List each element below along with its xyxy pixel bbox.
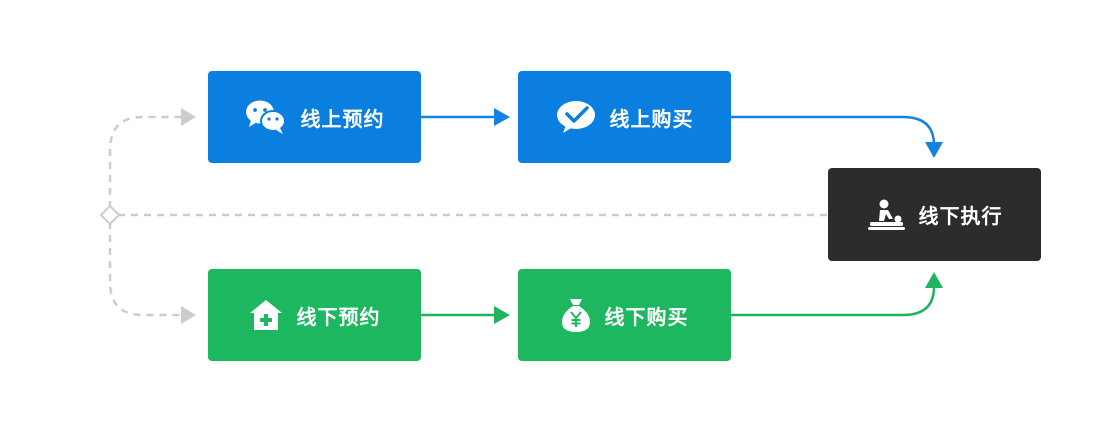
dashed-arrowhead-top: [181, 108, 196, 126]
massage-icon: [867, 199, 905, 231]
arrow-online-purchase-to-execution: [731, 115, 936, 146]
offline-execution-label: 线下执行: [918, 204, 1003, 228]
arrowhead-online-to-execution: [925, 142, 943, 158]
money-bag-icon: [561, 297, 591, 333]
decision-diamond: [99, 204, 121, 226]
wechat-icon: [245, 99, 287, 135]
house-plus-icon: [249, 299, 283, 331]
online-purchase-label: 线上购买: [609, 106, 694, 131]
online-purchase-node[interactable]: 线上购买: [518, 71, 731, 163]
offline-booking-label: 线下预约: [296, 304, 381, 329]
offline-purchase-node[interactable]: 线下购买: [518, 269, 731, 361]
dashed-connector-top: [108, 115, 183, 208]
arrowhead-offline-booking-to-purchase: [494, 306, 510, 324]
arrow-offline-purchase-to-execution: [731, 286, 936, 317]
offline-execution-node[interactable]: 线下执行: [828, 168, 1041, 261]
arrowhead-offline-to-execution: [925, 272, 943, 288]
arrowhead-online-booking-to-purchase: [494, 108, 510, 126]
dashed-connector-bottom: [108, 222, 183, 317]
dashed-arrowhead-bottom: [181, 306, 196, 324]
offline-booking-node[interactable]: 线下预约: [208, 269, 421, 361]
online-booking-label: 线上预约: [300, 106, 385, 131]
online-booking-node[interactable]: 线上预约: [208, 71, 421, 163]
offline-purchase-label: 线下购买: [604, 304, 689, 329]
wechat-pay-icon: [556, 100, 596, 134]
